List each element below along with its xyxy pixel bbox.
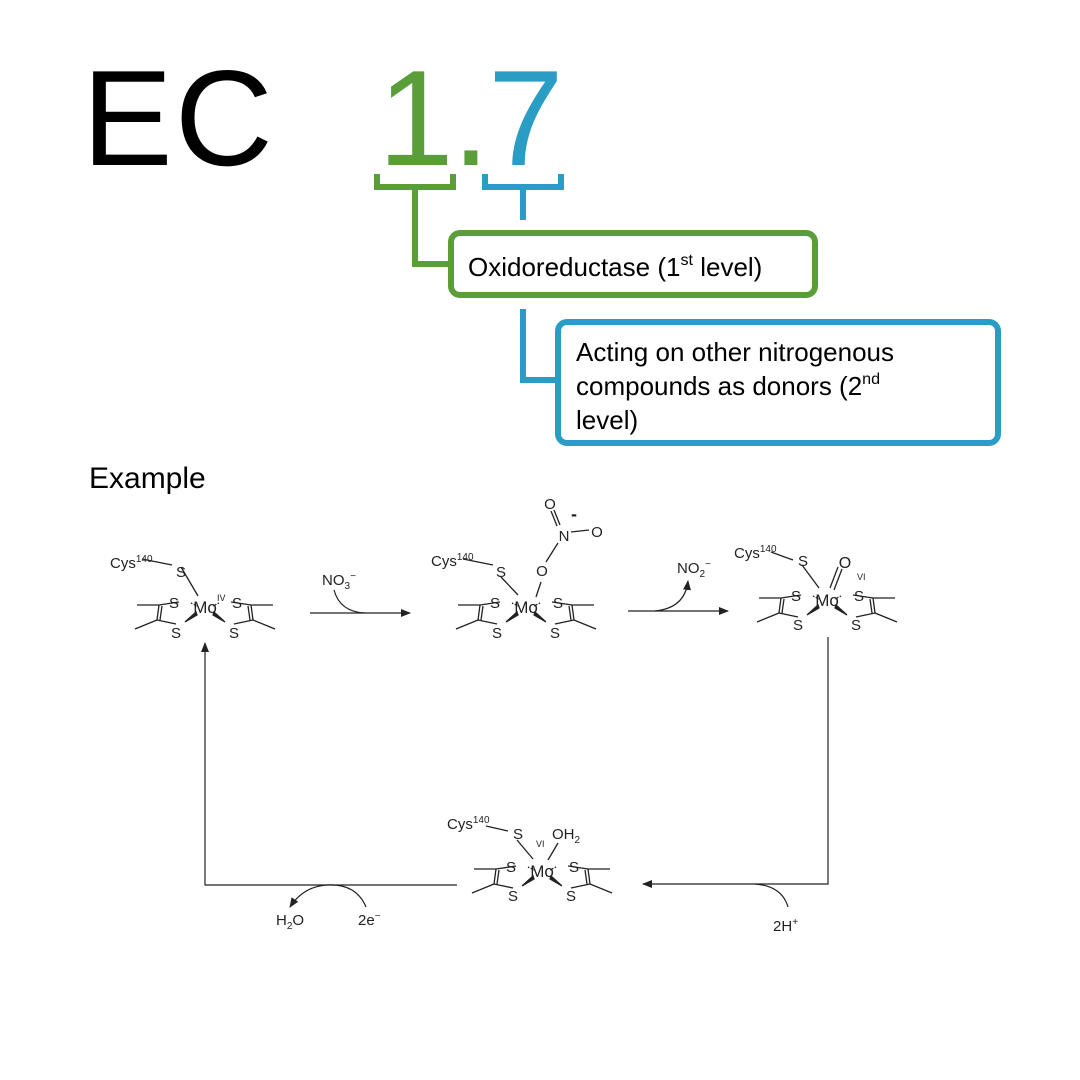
nitrogen-atom: N — [559, 528, 570, 545]
oxygen-atom: O — [536, 563, 548, 580]
level1-sup: st — [680, 250, 693, 269]
ec-dot: . — [452, 42, 490, 194]
mo-label: Mo — [815, 591, 839, 610]
green-bracket — [374, 174, 456, 267]
complex-nitrate-bound: Mo S S S S S Cys140 O N O O - — [431, 496, 603, 642]
arrow-complex3-to-4 — [642, 637, 829, 888]
sulfur-atom: S — [851, 617, 861, 634]
sulfur-atom: S — [569, 859, 579, 876]
cys-sulfur: S — [176, 564, 186, 581]
oxidation-state-vi: VI — [857, 572, 866, 582]
sulfur-atom: S — [793, 617, 803, 634]
oxo-oxygen: O — [839, 555, 851, 572]
sulfur-atom: S — [791, 588, 801, 605]
cys-sulfur: S — [798, 553, 808, 570]
ec-second-digit: 7 — [488, 42, 564, 194]
level2-sup: nd — [862, 369, 881, 388]
example-label: Example — [89, 462, 206, 495]
nitrite-label: NO2− — [677, 559, 711, 580]
sulfur-atom: S — [229, 625, 239, 642]
ec-first-digit: 1 — [378, 42, 454, 194]
sulfur-atom: S — [508, 888, 518, 905]
blue-connector — [520, 309, 557, 383]
oxidation-state-vi: VI — [536, 839, 545, 849]
sulfur-atom: S — [232, 595, 242, 612]
sulfur-atom: S — [492, 625, 502, 642]
sulfur-atom: S — [854, 588, 864, 605]
nitrite-release-curve — [654, 580, 691, 612]
cys-label: Cys140 — [431, 552, 474, 570]
nitrate-entry-curve — [333, 589, 366, 614]
cys-sulfur: S — [496, 564, 506, 581]
cys-sulfur: S — [513, 826, 523, 843]
cys-label: Cys140 — [447, 815, 490, 833]
level1-text: Oxidoreductase (1 — [468, 252, 681, 282]
sulfur-atom: S — [506, 859, 516, 876]
oxidation-state-iv: IV — [217, 593, 226, 603]
water-release-curve — [289, 884, 367, 908]
water-label: H2O — [276, 912, 304, 932]
level1-suffix: level) — [692, 252, 763, 282]
complex-mo-vi-oxo: Mo VI S S S S S Cys140 O — [734, 544, 898, 634]
sulfur-atom: S — [171, 625, 181, 642]
level2-line3: level) — [576, 405, 639, 435]
oxygen-atom: O — [544, 496, 556, 513]
level1-box: Oxidoreductase (1st level) — [448, 230, 818, 298]
sulfur-atom: S — [553, 595, 563, 612]
ec-prefix: EC — [82, 42, 275, 194]
sulfur-atom: S — [490, 595, 500, 612]
complex-mo-iv: Mo IV S S S S S Cys140 — [110, 554, 276, 642]
cys-label: Cys140 — [110, 554, 153, 572]
mo-label: Mo — [193, 598, 217, 617]
protons-label: 2H+ — [773, 917, 798, 935]
minus-charge: - — [571, 504, 577, 524]
water-ligand: OH2 — [552, 826, 581, 846]
sulfur-atom: S — [169, 595, 179, 612]
cys-label: Cys140 — [734, 544, 777, 562]
level2-box: Acting on other nitrogenous compounds as… — [555, 319, 1001, 446]
complex-mo-vi-aqua: Mo VI S S S S S Cys140 OH2 — [447, 815, 613, 905]
electrons-label: 2e− — [358, 911, 381, 929]
level2-line2: compounds as donors (2 — [576, 371, 863, 401]
mo-label: Mo — [530, 862, 554, 881]
arrow-complex4-to-1 — [201, 642, 457, 886]
oxygen-atom: O — [591, 524, 603, 541]
level2-line1: Acting on other nitrogenous — [576, 337, 894, 367]
sulfur-atom: S — [550, 625, 560, 642]
nitrate-label: NO3− — [322, 571, 356, 592]
blue-bracket — [482, 174, 564, 220]
mo-label: Mo — [514, 598, 538, 617]
proton-entry-curve — [754, 883, 789, 908]
sulfur-atom: S — [566, 888, 576, 905]
